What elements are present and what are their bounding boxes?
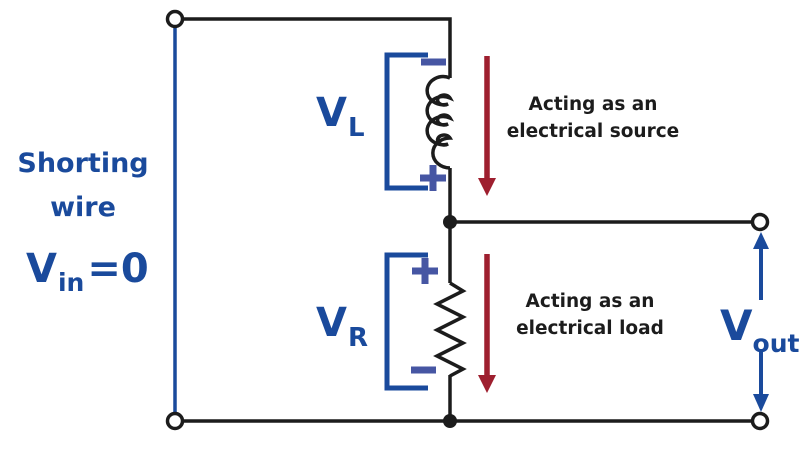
top-wire	[184, 17, 452, 78]
source-current-arrow-icon	[478, 56, 496, 196]
vl-label: VL	[316, 90, 365, 143]
vr-main: V	[316, 300, 347, 346]
vr-plus-icon	[412, 258, 438, 284]
vin-subscript: in	[58, 268, 84, 297]
vl-subscript: L	[348, 113, 365, 143]
source-annotation-line1: Acting as an	[529, 94, 658, 115]
resistor-symbol	[433, 281, 467, 378]
vl-bracket	[384, 52, 428, 191]
load-annotation-line2: electrical load	[516, 318, 664, 339]
vin-main: V	[26, 246, 57, 292]
vout-label: Vout	[720, 301, 799, 358]
vout-arrow-up-icon	[753, 232, 769, 300]
vl-plus-icon	[420, 165, 446, 191]
terminal-mid-right	[750, 212, 770, 232]
vr-label: VR	[316, 300, 368, 353]
terminal-bottom-left	[165, 411, 185, 431]
source-annotation-line2: electrical source	[507, 121, 679, 142]
inductor-symbol	[425, 74, 455, 170]
vin-equals-zero: =0	[87, 246, 148, 292]
shorting-wire-label-line2: wire	[50, 192, 116, 223]
terminal-top-left	[165, 9, 185, 29]
shorting-wire-label-line1: Shorting	[17, 148, 148, 179]
vr-subscript: R	[348, 323, 368, 353]
vl-main: V	[316, 90, 347, 136]
vr-bracket	[384, 252, 428, 391]
load-annotation-line1: Acting as an	[526, 291, 655, 312]
vin-label: Vin=0	[26, 246, 149, 297]
vout-arrow-down-icon	[753, 349, 769, 412]
junction-dot-middle	[443, 215, 457, 229]
load-current-arrow-icon	[478, 254, 496, 393]
vout-main: V	[720, 301, 753, 350]
junction-dot-bottom	[443, 414, 457, 428]
terminal-bottom-right	[750, 411, 770, 431]
vout-subscript: out	[753, 329, 800, 358]
